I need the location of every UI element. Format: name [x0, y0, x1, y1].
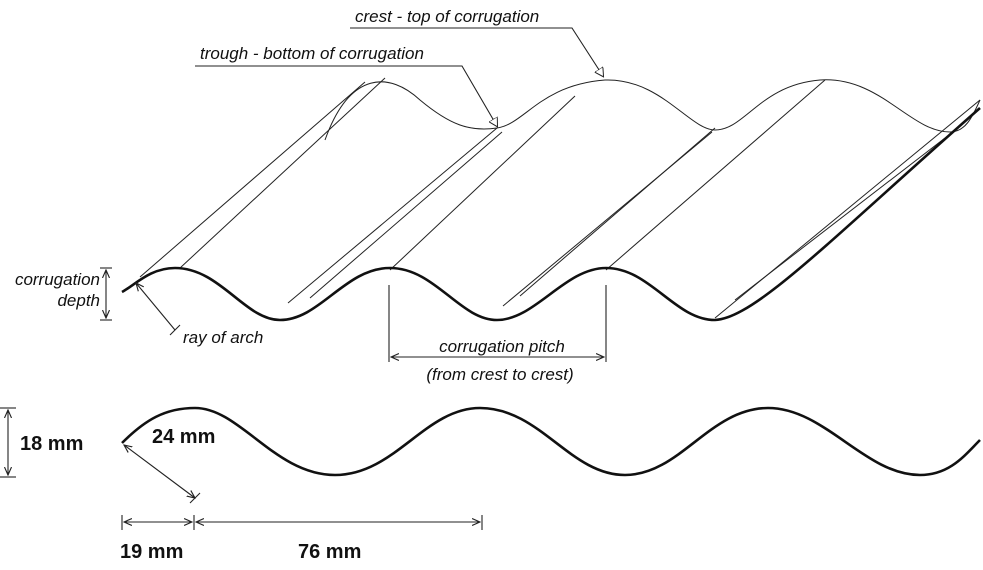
- height-dimension: 18 mm: [20, 433, 83, 455]
- pitch-label-line2: (from crest to crest): [426, 365, 573, 384]
- crest-leader-line: [350, 27, 603, 76]
- ray-arrow: [136, 283, 176, 331]
- profile-wave: [121, 406, 981, 477]
- sheet-back-profile: [324, 79, 981, 141]
- depth-label-line1: corrugation: [15, 270, 100, 289]
- sheet-diagonal-lines: [139, 77, 981, 319]
- sheet-3d-view: [121, 77, 981, 322]
- radius-dimension: 24 mm: [152, 426, 215, 448]
- sheet-front-profile: [121, 107, 981, 322]
- radius-arrow: [124, 445, 195, 498]
- depth-annotation: corrugation depth: [15, 267, 112, 321]
- trough-annotation: trough - bottom of corrugation: [195, 44, 497, 126]
- depth-label-line2: depth: [57, 291, 100, 310]
- pitch-label-line1: corrugation pitch: [439, 337, 565, 356]
- pitch-annotation: corrugation pitch (from crest to crest): [388, 285, 607, 384]
- offset-dimension: 19 mm: [120, 541, 183, 563]
- profile-section: 18 mm 24 mm 19 mm 76 mm: [0, 406, 981, 563]
- crest-label: crest - top of corrugation: [355, 7, 539, 26]
- crest-annotation: crest - top of corrugation: [350, 7, 603, 76]
- ray-annotation: ray of arch: [136, 283, 263, 347]
- trough-label: trough - bottom of corrugation: [200, 44, 424, 63]
- trough-leader-line: [195, 65, 497, 126]
- ray-label: ray of arch: [183, 328, 263, 347]
- pitch-dimension: 76 mm: [298, 541, 361, 563]
